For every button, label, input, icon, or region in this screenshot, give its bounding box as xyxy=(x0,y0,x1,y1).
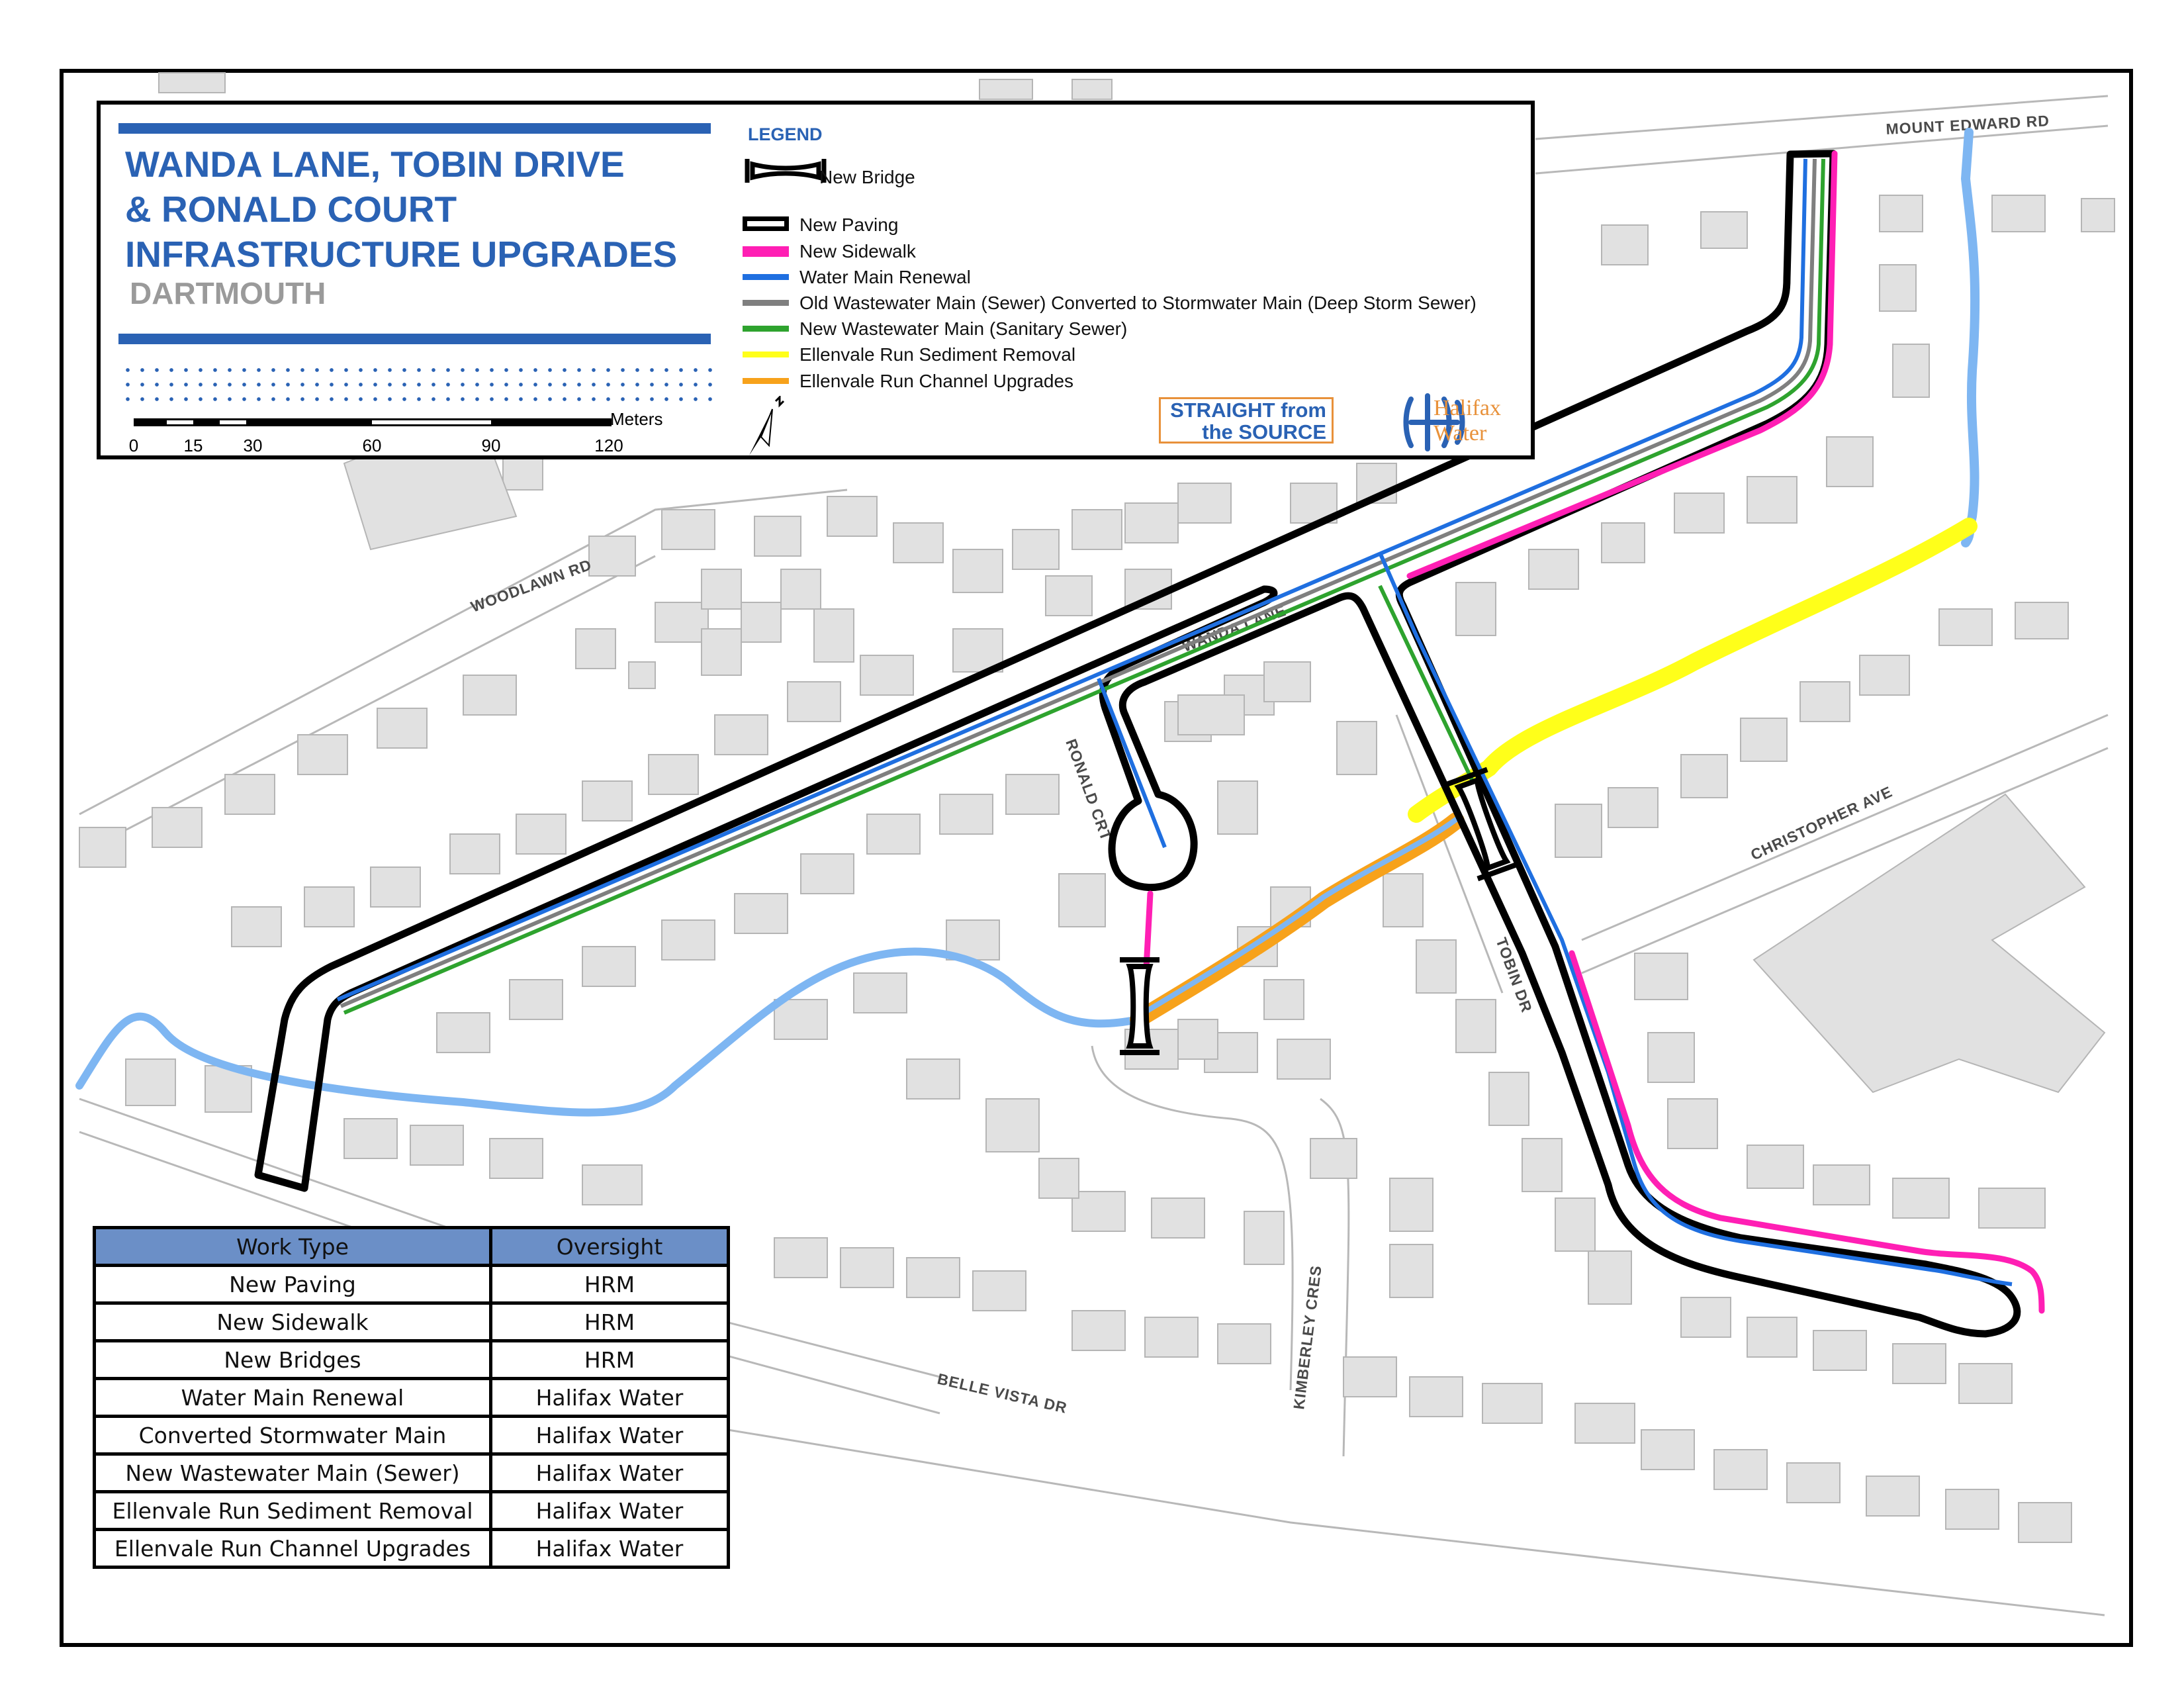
table-cell: HRM xyxy=(489,1264,730,1305)
legend-label: Ellenvale Run Channel Upgrades xyxy=(799,371,1074,391)
water-main-line xyxy=(336,158,2013,1286)
legend-swatch-sidewalk xyxy=(743,246,789,257)
legend-swatch-storm-main xyxy=(743,300,789,306)
header-oversight: Oversight xyxy=(489,1226,730,1267)
scale-tick-label: 15 xyxy=(183,436,203,455)
legend-label: New Sidewalk xyxy=(799,241,916,261)
channel-stream-line xyxy=(1136,817,1459,1019)
table-cell: Halifax Water xyxy=(489,1452,730,1493)
new-paving-outlines xyxy=(254,150,2021,1338)
table-row: New Wastewater Main (Sewer)Halifax Water xyxy=(93,1452,730,1493)
legend-label: New Paving xyxy=(799,214,899,235)
legend-label: New Wastewater Main (Sanitary Sewer) xyxy=(799,318,1128,339)
table-cell: New Paving xyxy=(93,1264,492,1305)
legend-label: Water Main Renewal xyxy=(799,267,971,287)
table-cell: New Sidewalk xyxy=(93,1301,492,1342)
table-cell: Ellenvale Run Sediment Removal xyxy=(93,1490,492,1531)
straight-from-the-source-logo: STRAIGHT from the SOURCE xyxy=(1159,397,1334,444)
legend-label: New Bridge xyxy=(819,167,915,187)
legend-label: Old Wastewater Main (Sewer) Converted to… xyxy=(799,293,1477,313)
scale-tick-label: 90 xyxy=(481,436,501,455)
legend-swatch-water-main xyxy=(743,274,789,280)
table-cell: Water Main Renewal xyxy=(93,1377,492,1418)
logo-line-2: the SOURCE xyxy=(1202,420,1326,444)
bridge-icon-ronald xyxy=(1120,957,1160,1055)
title-line-2: & RONALD COURT xyxy=(125,189,457,230)
table-cell: Ellenvale Run Channel Upgrades xyxy=(93,1528,492,1569)
title-line-3: INFRASTRUCTURE UPGRADES xyxy=(125,234,678,275)
map-subtitle: DARTMOUTH xyxy=(130,276,326,310)
table-header-row: Work Type Oversight xyxy=(93,1226,730,1267)
header-work-type: Work Type xyxy=(93,1226,492,1267)
legend-swatch-paving xyxy=(743,216,789,231)
legend-heading: LEGEND xyxy=(748,124,823,144)
table-cell: New Wastewater Main (Sewer) xyxy=(93,1452,492,1493)
table-cell: Converted Stormwater Main xyxy=(93,1415,492,1456)
dot-pattern xyxy=(120,363,716,409)
scale-bar xyxy=(134,418,612,426)
storm-main-line xyxy=(340,158,1817,1008)
bridge-icon xyxy=(745,159,827,183)
table-cell: Halifax Water xyxy=(489,1377,730,1418)
table-cell: HRM xyxy=(489,1339,730,1380)
table-cell: Halifax Water xyxy=(489,1528,730,1569)
scale-tick-label: 30 xyxy=(243,436,263,455)
scale-unit: Meters xyxy=(610,409,663,429)
table-cell: New Bridges xyxy=(93,1339,492,1380)
title-legend-panel: WANDA LANE, TOBIN DRIVE & RONALD COURT I… xyxy=(97,101,1535,459)
title-line-1: WANDA LANE, TOBIN DRIVE xyxy=(125,144,625,185)
table-cell: HRM xyxy=(489,1301,730,1342)
north-arrow-icon xyxy=(749,396,785,455)
map-title: WANDA LANE, TOBIN DRIVE & RONALD COURT I… xyxy=(125,142,721,277)
scale-tick-label: 60 xyxy=(362,436,382,455)
buildings xyxy=(79,72,2115,1543)
bridge-icon-tobin xyxy=(1443,767,1522,882)
halifax-wordmark-line-2: Water xyxy=(1433,421,1487,445)
sanitary-sewer-line xyxy=(343,158,1825,1015)
title-bar-top xyxy=(118,123,711,134)
table-cell: Halifax Water xyxy=(489,1490,730,1531)
title-bar-bottom xyxy=(118,334,711,344)
scale-tick-label: 0 xyxy=(128,436,139,455)
halifax-water-wordmark: Halifax Water xyxy=(1433,396,1501,446)
legend-swatch-sediment xyxy=(743,352,789,357)
table-cell: Halifax Water xyxy=(489,1415,730,1456)
logo-line-1: STRAIGHT from xyxy=(1170,399,1326,422)
halifax-wordmark-line-1: Halifax xyxy=(1433,396,1501,420)
halifax-water-logo-icon xyxy=(1403,393,1465,451)
legend-swatch-channel xyxy=(743,378,789,384)
legend-label: Ellenvale Run Sediment Removal xyxy=(799,344,1076,365)
legend-swatch-sanitary xyxy=(743,326,789,332)
scale-tick-label: 120 xyxy=(594,436,623,455)
